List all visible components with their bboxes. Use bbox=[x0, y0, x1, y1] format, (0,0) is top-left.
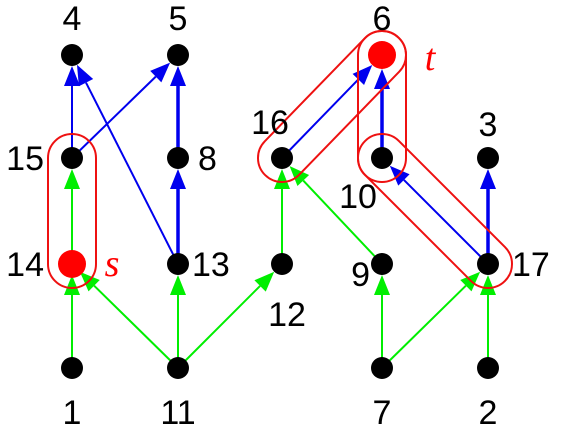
node-3 bbox=[477, 147, 499, 169]
node-5 bbox=[167, 44, 189, 66]
blue-edge-13-4 bbox=[76, 64, 179, 265]
blue-edge-17-3 bbox=[480, 169, 496, 264]
node-label-5: 5 bbox=[169, 0, 188, 38]
blue-edge-13-8 bbox=[170, 169, 186, 264]
blue-edge-16-6 bbox=[281, 65, 373, 159]
node-17 bbox=[477, 253, 499, 275]
node-13 bbox=[167, 253, 189, 275]
node-layer bbox=[58, 41, 499, 379]
green-edge-14-15 bbox=[64, 169, 80, 264]
outline-14-15 bbox=[47, 133, 97, 289]
node-label-10: 10 bbox=[339, 178, 377, 216]
source-label: s bbox=[105, 243, 120, 285]
node-9 bbox=[371, 253, 393, 275]
node-label-6: 6 bbox=[373, 0, 392, 38]
node-1 bbox=[61, 357, 83, 379]
green-edge-7-17 bbox=[381, 271, 481, 369]
node-11 bbox=[167, 357, 189, 379]
edge-layer bbox=[64, 62, 496, 369]
node-label-7: 7 bbox=[373, 394, 392, 432]
node-10 bbox=[371, 147, 393, 169]
green-edge-1-14 bbox=[64, 275, 80, 368]
node-2 bbox=[477, 357, 499, 379]
node-16 bbox=[271, 147, 293, 169]
blue-edge-15-4 bbox=[64, 66, 80, 158]
outline-layer bbox=[47, 30, 514, 290]
node-label-8: 8 bbox=[198, 140, 217, 178]
node-label-9: 9 bbox=[351, 256, 370, 294]
node-label-17: 17 bbox=[512, 246, 550, 284]
node-7 bbox=[371, 357, 393, 379]
outline-10-6 bbox=[357, 30, 407, 183]
node-label-2: 2 bbox=[479, 394, 498, 432]
blue-edge-15-5 bbox=[71, 62, 171, 159]
node-12 bbox=[271, 253, 293, 275]
green-edge-2-17 bbox=[480, 275, 496, 368]
green-edge-7-9 bbox=[374, 275, 390, 368]
node-label-1: 1 bbox=[63, 394, 82, 432]
node-label-4: 4 bbox=[63, 0, 82, 38]
green-edge-11-14 bbox=[79, 271, 179, 369]
green-edge-12-16 bbox=[274, 169, 290, 264]
green-edge-11-13 bbox=[170, 275, 186, 368]
green-edge-11-12 bbox=[177, 271, 275, 369]
node-6 bbox=[368, 41, 396, 69]
node-label-15: 15 bbox=[6, 140, 44, 178]
node-label-12: 12 bbox=[268, 296, 306, 334]
node-label-13: 13 bbox=[192, 246, 230, 284]
target-label: t bbox=[425, 37, 437, 79]
node-label-11: 11 bbox=[160, 394, 195, 432]
node-8 bbox=[167, 147, 189, 169]
node-4 bbox=[61, 44, 83, 66]
node-label-3: 3 bbox=[479, 106, 498, 144]
outline-10-17 bbox=[357, 133, 514, 290]
node-15 bbox=[61, 147, 83, 169]
node-14 bbox=[58, 250, 86, 278]
blue-edge-8-5 bbox=[170, 66, 186, 158]
node-label-14: 14 bbox=[6, 246, 44, 284]
node-label-16: 16 bbox=[251, 104, 289, 142]
